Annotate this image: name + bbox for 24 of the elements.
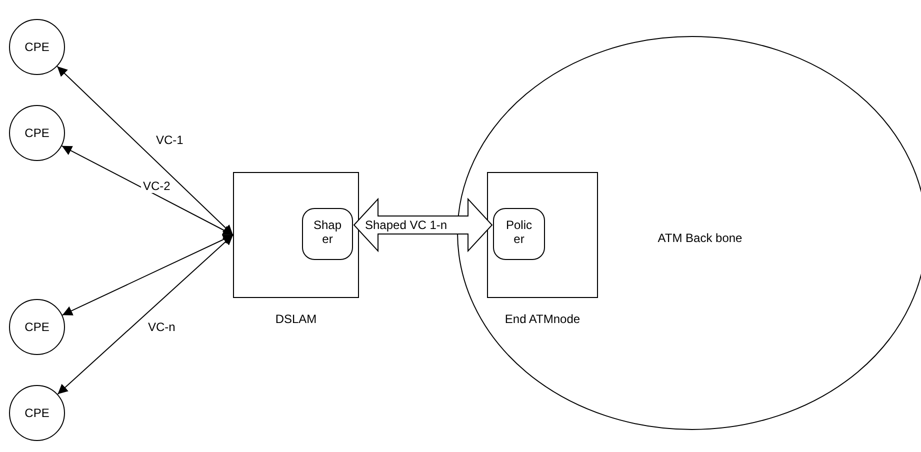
arrow [61, 145, 234, 236]
cpe-circle [9, 385, 65, 441]
arrow [57, 234, 234, 395]
edge-label: VC-2 [141, 179, 172, 193]
node-label: CPE [24, 126, 50, 140]
double-arrow [353, 198, 493, 252]
module-box [302, 208, 353, 260]
cpe-circle [9, 19, 65, 75]
node-label: Shap er [312, 218, 343, 246]
edge-label: VC-1 [154, 133, 186, 147]
node-label: Polic er [504, 218, 533, 246]
node-label: End ATMnode [504, 312, 582, 326]
edge-label: Shaped VC 1-n [365, 218, 448, 232]
arrow [56, 66, 234, 236]
node-label: CPE [24, 320, 50, 334]
arrow [62, 234, 234, 316]
module-box [493, 208, 545, 260]
node-label: ATM Back bone [656, 231, 744, 245]
cpe-circle [9, 105, 65, 161]
node-label: CPE [24, 40, 50, 54]
cpe-circle [9, 299, 65, 355]
edge-label: VC-n [146, 320, 178, 334]
node-label: CPE [24, 406, 50, 420]
node-label: DSLAM [274, 312, 318, 326]
